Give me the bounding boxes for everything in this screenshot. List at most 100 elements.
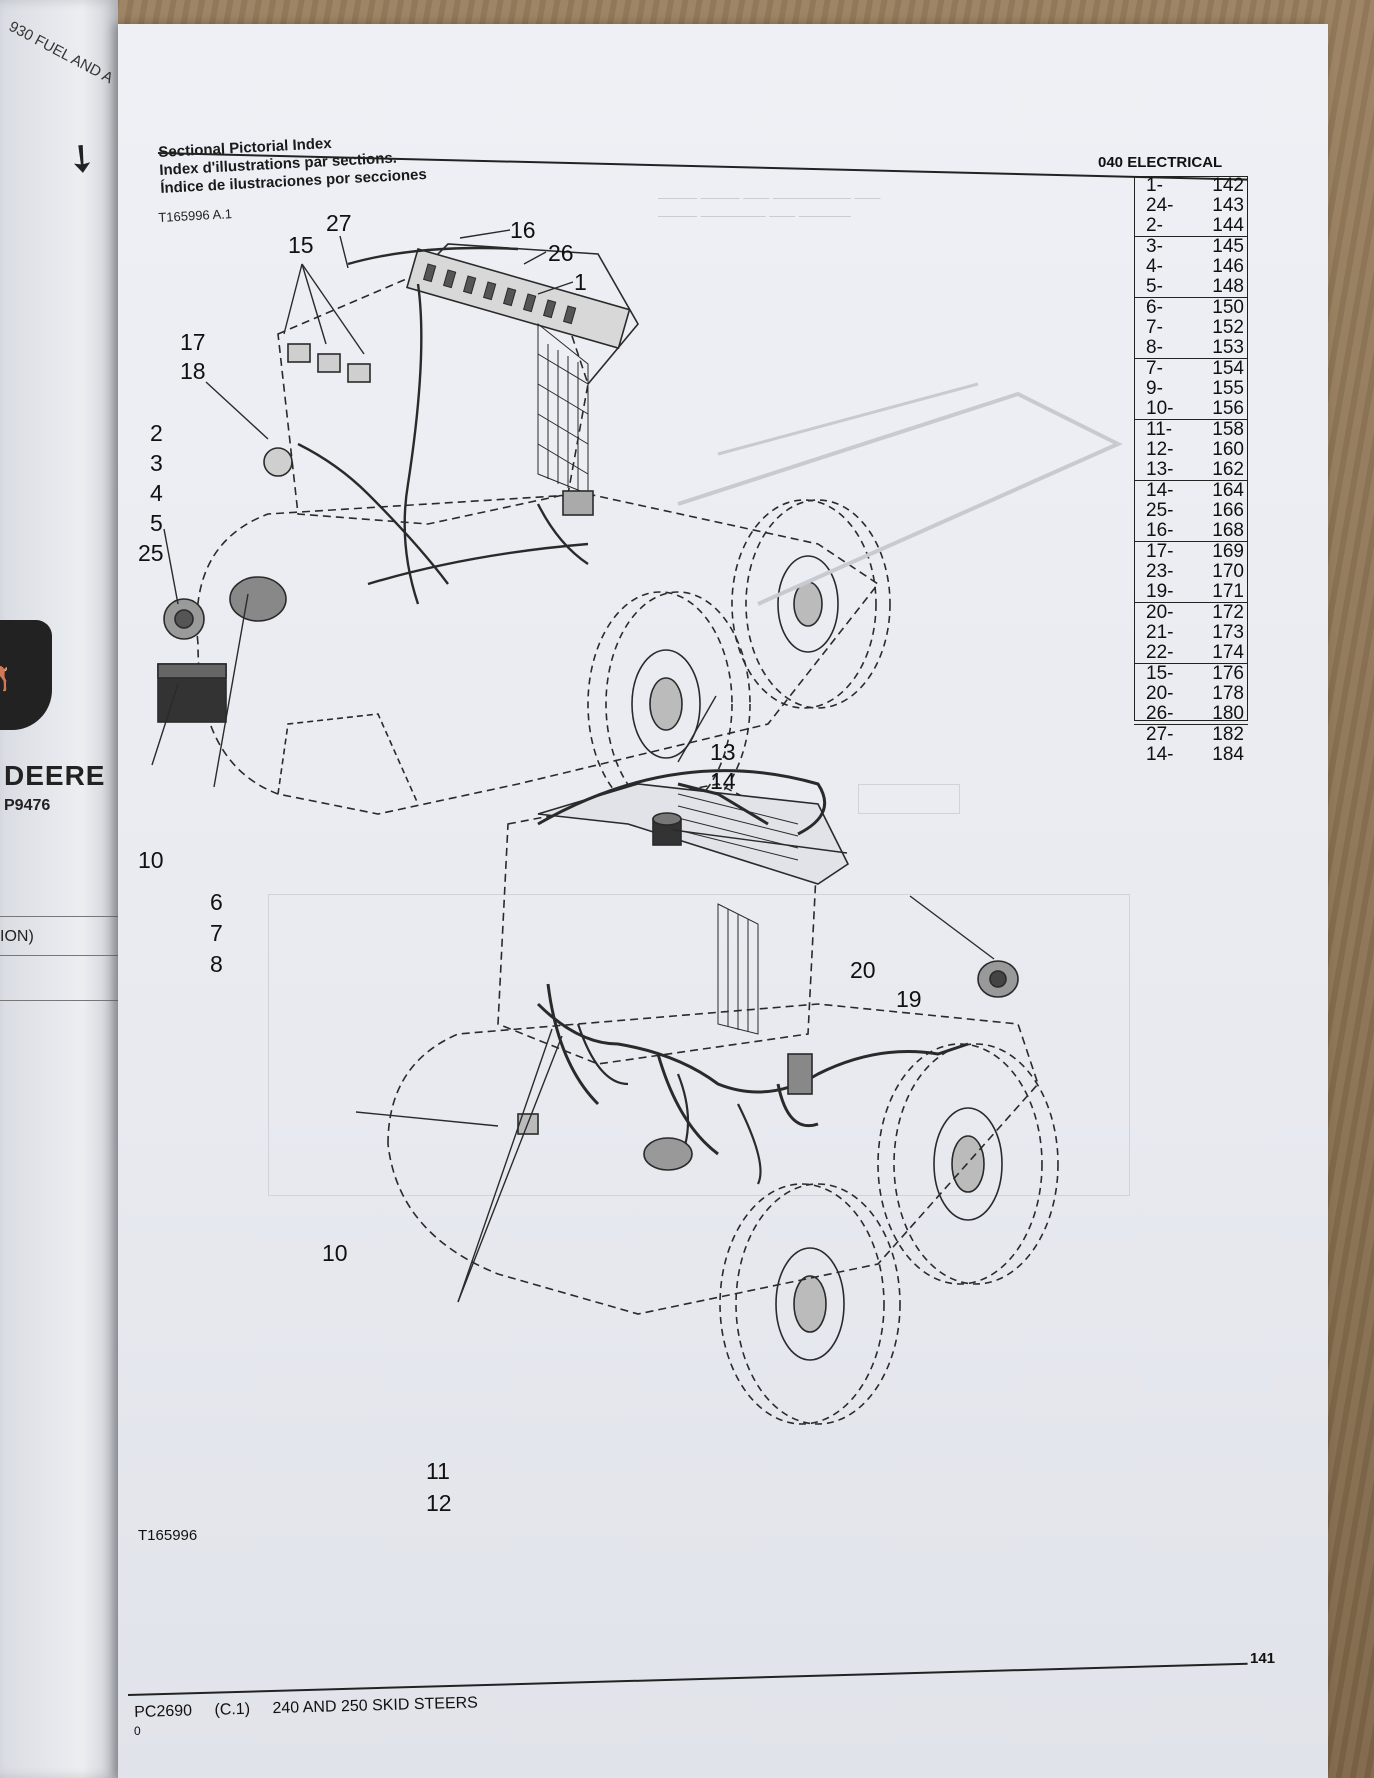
index-key: 9-	[1146, 378, 1163, 399]
callout-20: 20	[850, 957, 876, 983]
index-page: 162	[1212, 459, 1244, 480]
index-key: 19-	[1146, 581, 1174, 602]
index-row: 7-154	[1134, 358, 1248, 379]
index-page: 155	[1212, 378, 1244, 399]
index-page: 182	[1204, 724, 1248, 745]
index-key: 2-	[1146, 215, 1163, 236]
footer-sub: 0	[134, 1724, 141, 1738]
index-row: 16-168	[1134, 521, 1248, 542]
index-key: 26-	[1146, 703, 1174, 724]
index-page: 172	[1204, 602, 1248, 623]
index-key: 6-	[1134, 297, 1204, 318]
left-page-header: 930 FUEL AND A	[6, 18, 116, 88]
index-row: 22- 174	[1134, 643, 1248, 664]
index-page: 143	[1212, 195, 1244, 216]
callout-19: 19	[896, 986, 922, 1012]
index-page: 154	[1204, 358, 1248, 379]
index-row: 12- 160	[1134, 440, 1248, 460]
index-row: 10- 156	[1134, 399, 1248, 420]
index-row: 14-184	[1134, 745, 1248, 765]
index-row: 15-176	[1134, 663, 1248, 684]
index-row: 3-145	[1134, 236, 1248, 257]
left-page-rule	[0, 916, 118, 917]
index-page: 178	[1212, 683, 1244, 704]
page-number: 141	[1250, 1650, 1276, 1667]
index-row: 2-144	[1134, 216, 1248, 237]
index-key: 17-	[1134, 541, 1204, 562]
index-key: 5-	[1146, 276, 1163, 297]
callout-16: 16	[510, 217, 536, 243]
index-row: 21-173	[1134, 623, 1248, 643]
catalog-page: ——— ——— —— —————— —— ——— ————— —— ———— S…	[118, 24, 1328, 1778]
left-page-rule	[0, 1000, 118, 1001]
index-page: 146	[1212, 256, 1244, 277]
index-page: 176	[1204, 663, 1248, 684]
callout-26: 26	[548, 240, 574, 266]
callout-7: 7	[210, 920, 223, 946]
callout-6: 6	[210, 889, 223, 915]
index-page: 171	[1212, 581, 1244, 602]
index-page: 169	[1204, 541, 1248, 562]
index-row: 9- 155	[1134, 379, 1248, 399]
callout-17: 17	[180, 329, 206, 355]
index-key: 13-	[1146, 459, 1174, 480]
index-row: 7-152	[1134, 318, 1248, 338]
index-page: 164	[1204, 480, 1248, 501]
left-page-rule	[0, 955, 118, 956]
index-row: 13- 162	[1134, 460, 1248, 481]
bleed-through-table	[268, 894, 1130, 1196]
index-page: 148	[1212, 276, 1244, 297]
deere-logo-icon: 🦌	[0, 620, 52, 730]
index-page: 174	[1212, 642, 1244, 663]
index-row: 26-180	[1134, 704, 1248, 725]
footer-doc-number: PC2690	[134, 1702, 193, 1721]
arrow-down-icon: ➘	[55, 132, 108, 186]
left-page-brand: DEERE	[4, 760, 106, 791]
figure-reference: T165996	[138, 1527, 198, 1544]
index-table-frame	[1134, 176, 1248, 721]
callout-11: 11	[426, 1458, 450, 1484]
index-key: 12-	[1146, 439, 1174, 460]
index-key: 20-	[1134, 602, 1204, 623]
upper-machine-drawing	[157, 243, 1123, 817]
index-key: 20-	[1146, 683, 1174, 704]
callout-5: 5	[150, 510, 163, 536]
index-row: 4- 146	[1134, 257, 1248, 277]
index-row: 8-153	[1134, 338, 1248, 359]
index-row: 6-150	[1134, 297, 1248, 318]
callout-13: 13	[710, 739, 736, 765]
index-key: 8-	[1146, 337, 1163, 358]
left-page-ion: ION)	[0, 928, 34, 945]
left-page-edge: 930 FUEL AND A ➘ 🦌 DEERE P9476 ION)	[0, 0, 118, 1778]
index-row: 5- 148	[1134, 277, 1248, 298]
index-key: 3-	[1134, 236, 1204, 257]
index-row: 1-142	[1134, 176, 1248, 196]
leader-lines-upper	[151, 229, 995, 1303]
index-row: 24- 143	[1134, 196, 1248, 216]
callout-25: 25	[138, 540, 164, 566]
index-key: 22-	[1146, 642, 1174, 663]
index-key: 24-	[1146, 195, 1174, 216]
callout-12: 12	[426, 1490, 452, 1516]
index-key: 4-	[1146, 256, 1163, 277]
index-key: 23-	[1146, 561, 1174, 582]
index-page: 168	[1212, 520, 1244, 541]
lower-machine-drawing	[387, 769, 1059, 1425]
index-page: 142	[1212, 175, 1244, 196]
bleed-through-text: ——— ——— —— —————— ——	[658, 190, 881, 205]
index-page: 156	[1212, 398, 1244, 419]
index-row: 19- 171	[1134, 582, 1248, 603]
index-page: 160	[1212, 439, 1244, 460]
index-page: 158	[1204, 419, 1248, 440]
index-row: 23-170	[1134, 562, 1248, 582]
index-key: 10-	[1146, 398, 1174, 419]
callout-14: 14	[710, 768, 736, 794]
index-key: 7-	[1146, 317, 1163, 338]
index-row: 20- 178	[1134, 684, 1248, 704]
index-key: 21-	[1146, 622, 1174, 643]
callout-15: 15	[288, 232, 314, 258]
index-key: 14-	[1146, 744, 1174, 765]
footer-revision: (C.1)	[214, 1700, 251, 1719]
bleed-through-box	[858, 784, 960, 814]
